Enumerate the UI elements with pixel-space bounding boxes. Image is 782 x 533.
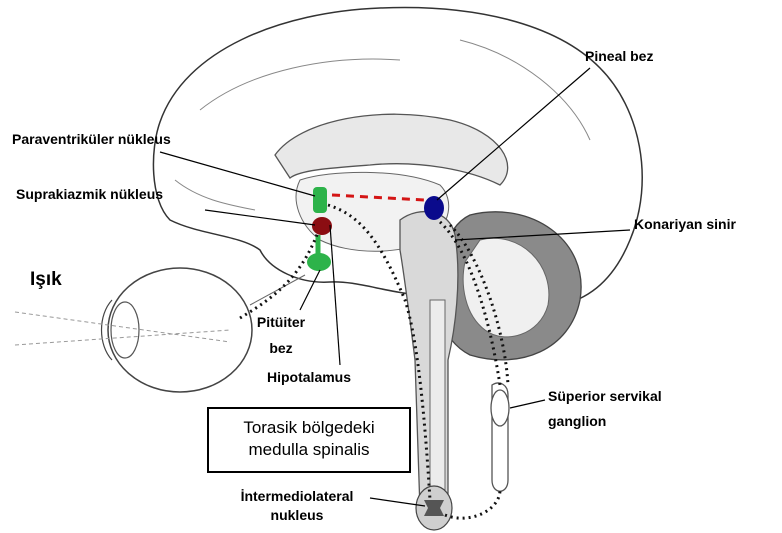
suprachiasmatic-nucleus bbox=[312, 217, 332, 235]
box-line-1: Torasik bölgedeki bbox=[209, 417, 409, 439]
leader-ganglion bbox=[510, 400, 545, 408]
label-paraventricular: Paraventriküler nükleus bbox=[12, 131, 171, 147]
label-intermediolateral-2: nukleus bbox=[222, 507, 372, 523]
paraventricular-nucleus bbox=[313, 187, 327, 213]
spinal-cord bbox=[430, 300, 445, 500]
optic-nerve bbox=[250, 275, 305, 305]
label-hypothalamus: Hipotalamus bbox=[267, 369, 351, 385]
label-intermediolateral-1: İntermediolateral bbox=[222, 488, 372, 504]
label-conarian: Konariyan sinir bbox=[634, 216, 736, 232]
pineal-gland bbox=[424, 196, 444, 220]
ganglion-body bbox=[491, 390, 509, 426]
label-suprachiasmatic: Suprakiazmik nükleus bbox=[16, 186, 163, 202]
pituitary-gland bbox=[307, 253, 331, 271]
label-pituitary-2: bez bbox=[254, 340, 308, 356]
label-ganglion-2: ganglion bbox=[548, 413, 606, 429]
ganglion-to-spine-pathway bbox=[445, 490, 500, 518]
spinal-region-box: Torasik bölgedeki medulla spinalis bbox=[207, 407, 411, 473]
label-pineal: Pineal bez bbox=[585, 48, 653, 64]
label-pituitary-1: Pitüiter bbox=[254, 314, 308, 330]
box-line-2: medulla spinalis bbox=[209, 439, 409, 461]
label-ganglion-1: Süperior servikal bbox=[548, 388, 662, 404]
eye-lens bbox=[111, 302, 139, 358]
label-light: Işık bbox=[30, 272, 62, 288]
